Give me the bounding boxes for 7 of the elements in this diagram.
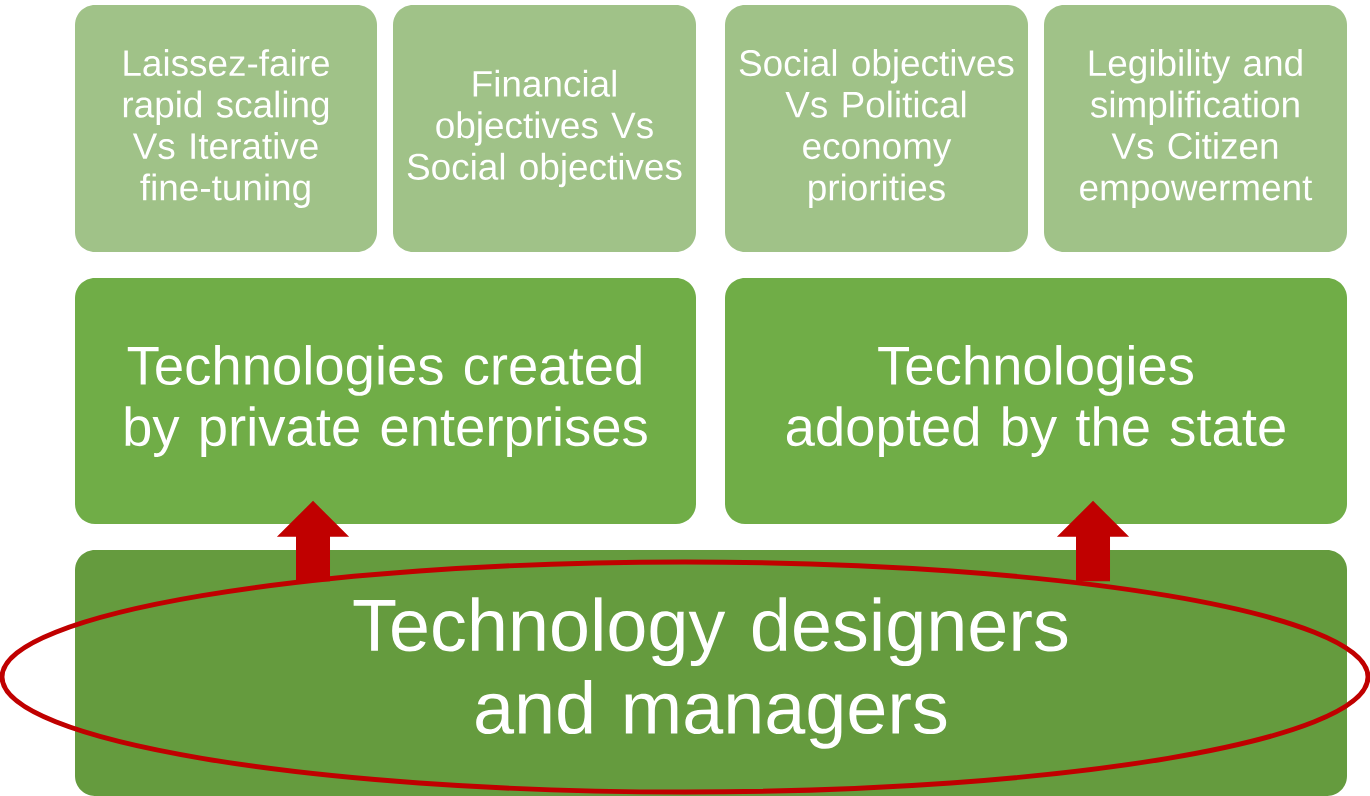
process-box: Legibility and simplification Vs Citizen empowerment bbox=[1044, 5, 1347, 252]
process-box: Technologies adopted by the state bbox=[725, 278, 1347, 524]
process-box: Social objectives Vs Political economy priorities bbox=[725, 5, 1028, 252]
process-box: Technology designers and managers bbox=[75, 550, 1347, 796]
process-box: Laissez-faire rapid scaling Vs Iterative fine-tuning bbox=[75, 5, 377, 252]
process-box: Financial objectives Vs Social objectives bbox=[393, 5, 696, 252]
process-box: Technologies created by private enterprises bbox=[75, 278, 696, 524]
